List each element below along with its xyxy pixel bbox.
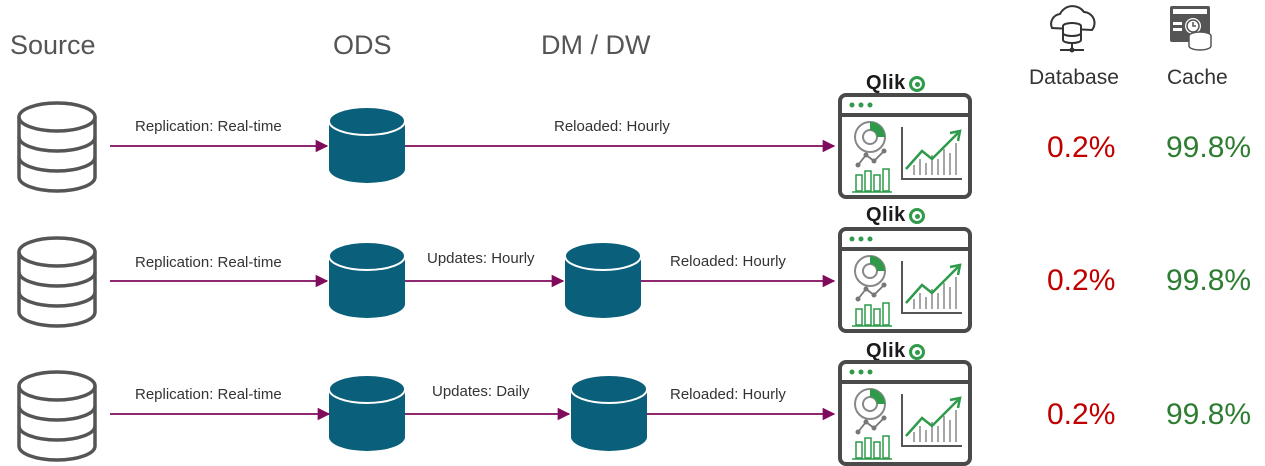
- row1-cache-pct: 99.8%: [1166, 131, 1252, 164]
- ods-cylinder-icon: [328, 241, 406, 319]
- cache-header: Cache: [1167, 66, 1228, 89]
- row2-updates-label: Updates: Hourly: [427, 250, 535, 267]
- dm-dw-header: DM / DW: [541, 30, 651, 60]
- row3-updates-label: Updates: Daily: [432, 383, 530, 400]
- cloud-database-icon: [1050, 5, 1096, 53]
- source-database-icon: [17, 236, 97, 328]
- ods-cylinder-icon: [328, 374, 406, 452]
- ods-cylinder-icon: [328, 106, 406, 184]
- row3-database-pct: 0.2%: [1047, 398, 1116, 431]
- dmdw-cylinder-icon: [564, 241, 642, 319]
- dashboard-icon: [838, 360, 972, 466]
- qlik-q-icon: [908, 76, 925, 92]
- row2-reloaded-label: Reloaded: Hourly: [670, 253, 786, 270]
- row2-database-pct: 0.2%: [1047, 264, 1116, 297]
- row2-cache-pct: 99.8%: [1166, 264, 1252, 297]
- row3-replication-label: Replication: Real-time: [135, 386, 282, 403]
- row3-cache-pct: 99.8%: [1166, 398, 1252, 431]
- database-header: Database: [1029, 66, 1119, 89]
- source-database-icon: [17, 370, 97, 462]
- qlik-logo: Qlik: [866, 72, 925, 95]
- qlik-logo-text: Qlik: [866, 204, 906, 226]
- cache-server-icon: [1170, 6, 1212, 51]
- row1-reloaded-label: Reloaded: Hourly: [554, 118, 670, 135]
- dashboard-icon: [838, 227, 972, 333]
- row1-replication-label: Replication: Real-time: [135, 118, 282, 135]
- qlik-q-icon: [908, 344, 925, 360]
- row2-replication-label: Replication: Real-time: [135, 254, 282, 271]
- row1-database-pct: 0.2%: [1047, 131, 1116, 164]
- qlik-q-icon: [908, 208, 925, 224]
- qlik-logo: Qlik: [866, 204, 925, 227]
- qlik-logo: Qlik: [866, 340, 925, 363]
- qlik-logo-text: Qlik: [866, 340, 906, 362]
- qlik-logo-text: Qlik: [866, 72, 906, 94]
- source-header: Source: [10, 30, 96, 60]
- dashboard-icon: [838, 93, 972, 199]
- row3-reloaded-label: Reloaded: Hourly: [670, 386, 786, 403]
- ods-header: ODS: [333, 30, 392, 60]
- source-database-icon: [17, 101, 97, 193]
- dmdw-cylinder-icon: [570, 374, 648, 452]
